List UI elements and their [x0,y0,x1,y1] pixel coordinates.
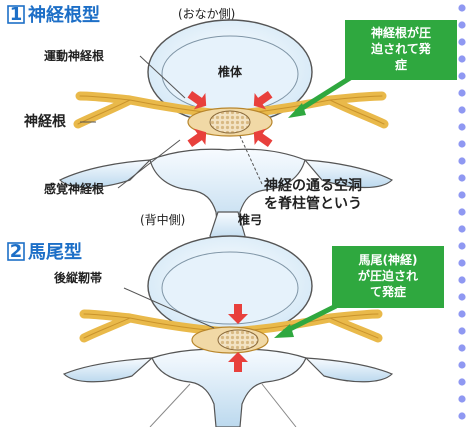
canal-note-line-2: を脊柱管という [264,195,362,212]
dotted-border [458,4,465,419]
border-dot [458,293,465,300]
callout-1-line-3: 症 [395,57,407,72]
callout-2-line-3: て発症 [370,284,406,299]
border-dot [458,225,465,232]
motor-nerve-root-label: 運動神経根 [44,48,104,63]
border-dot [458,21,465,28]
border-dot [458,344,465,351]
posterior-longitudinal-ligament-label: 後縦靭帯 [54,270,102,285]
vertebral-body-label: 椎体 [217,64,243,79]
border-dot [458,4,465,11]
border-dot [458,157,465,164]
border-dot [458,412,465,419]
border-dot [458,276,465,283]
border-dot [458,140,465,147]
border-dot [458,89,465,96]
section-1-title: 神経根型 [28,4,100,26]
callout-2-line-2: が圧迫され [358,268,418,283]
border-dot [458,191,465,198]
sensory-nerve-root-label: 感覚神経根 [44,181,104,196]
border-dot [458,106,465,113]
border-dot [458,378,465,385]
border-dot [458,208,465,215]
border-dot [458,395,465,402]
border-dot [458,55,465,62]
border-dot [458,72,465,79]
canal-note-line-1: 神経の通る空洞 [264,177,362,194]
back-side-label: (背中側) [140,212,185,227]
section-2-number: 2 [10,241,23,262]
border-dot [458,327,465,334]
lamina-label: 椎弓 [237,212,262,227]
section-2-title: 馬尾型 [28,241,82,263]
border-dot [458,310,465,317]
callout-2-line-1: 馬尾(神経) [359,252,418,267]
callout-box-1: 神経根が圧 迫されて発 症 [288,20,457,118]
section-1-number: 1 [10,4,23,25]
nerve-root-label: 神経根 [24,113,67,130]
border-dot [458,361,465,368]
border-dot [458,123,465,130]
section-1-nerve-root-type: 1 神経根型 (おなか側) [8,4,457,242]
border-dot [458,174,465,181]
section-2-cauda-equina-type: 2 馬尾型 後縦靭帯 [8,236,444,427]
callout-1-line-1: 神経根が圧 [371,25,431,40]
border-dot [458,242,465,249]
callout-1-line-2: 迫されて発 [370,41,432,56]
border-dot [458,38,465,45]
border-dot [458,259,465,266]
front-side-label: (おなか側) [178,7,235,21]
